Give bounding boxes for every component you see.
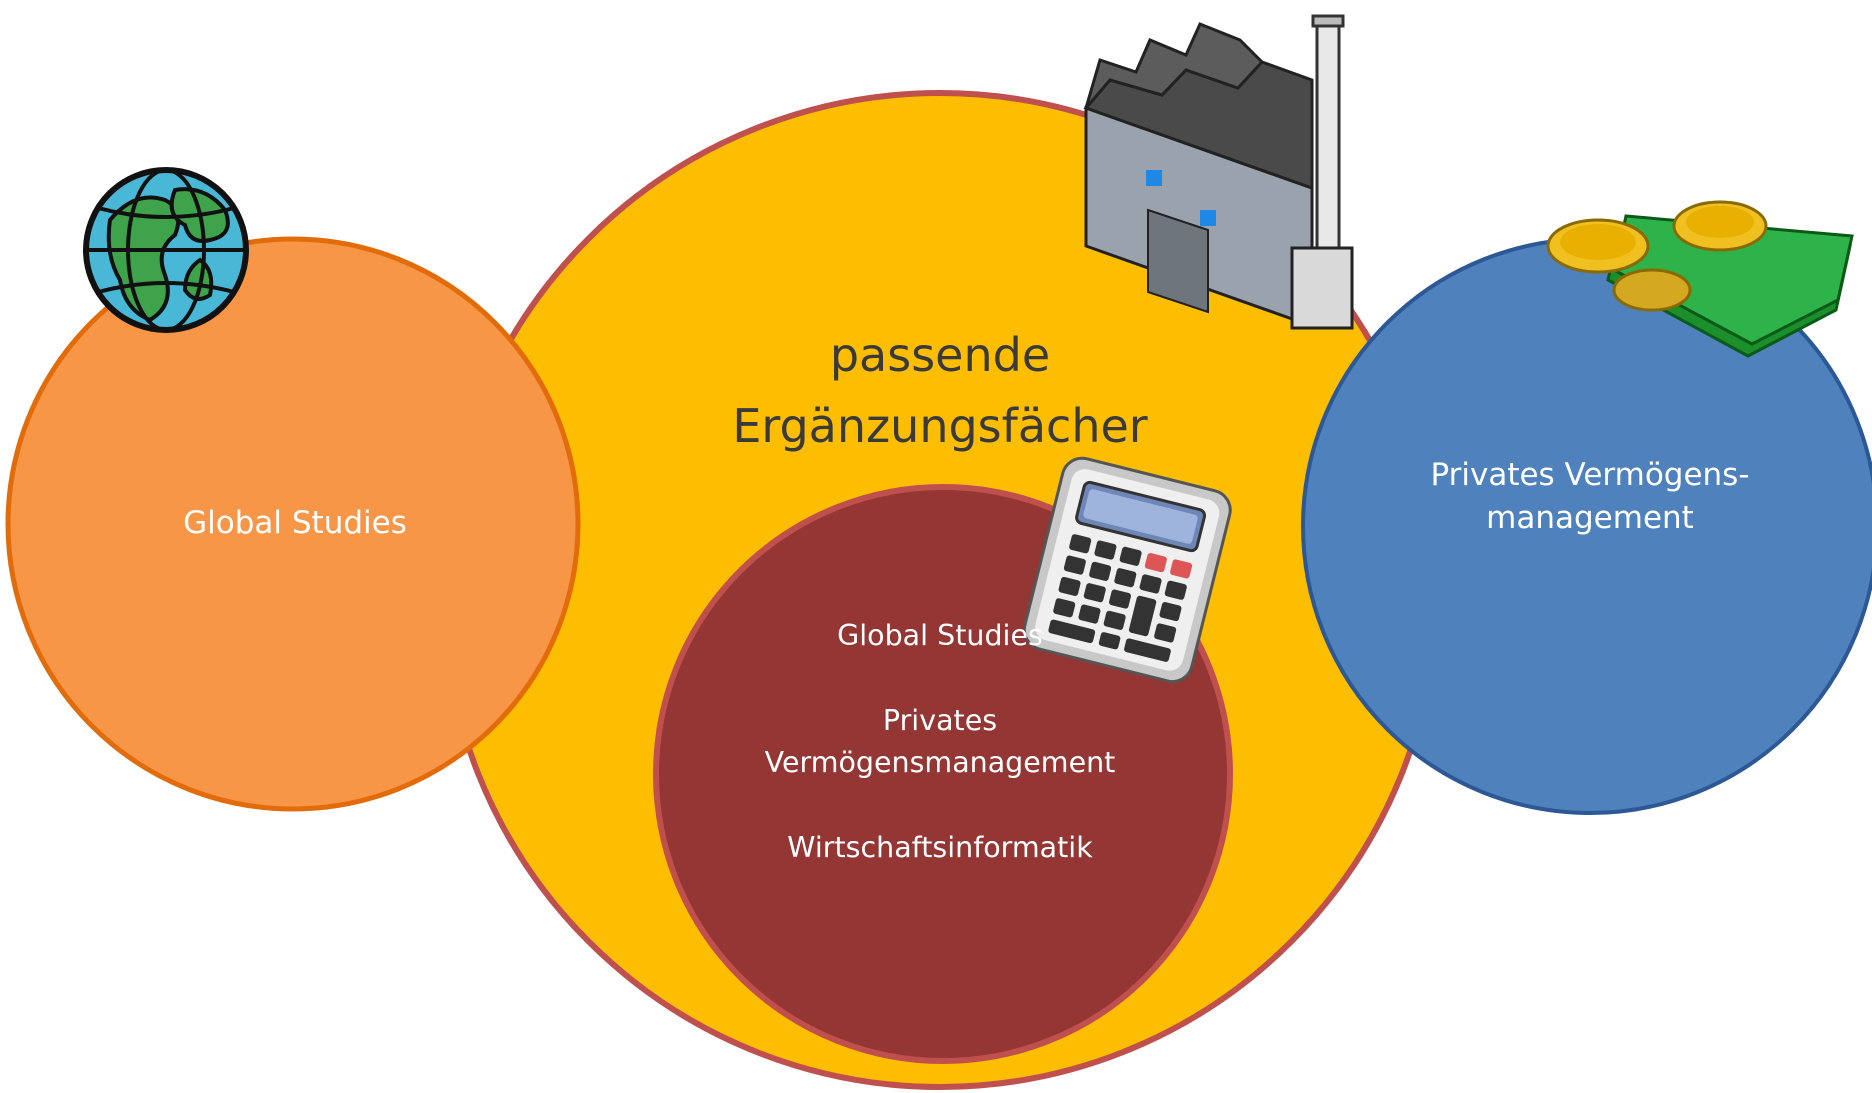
center-title: passende Ergänzungsfächer <box>640 320 1240 463</box>
inner-item-wirtschaftsinformatik: Wirtschaftsinformatik <box>787 830 1093 864</box>
center-title-line1: passende <box>829 328 1051 382</box>
calculator-icon <box>1022 456 1232 684</box>
inner-item2-line1: Privates <box>882 704 998 738</box>
right-label-line1: Privates Vermögens- <box>1430 457 1750 493</box>
right-circle-label: Privates Vermögens- management <box>1305 454 1872 541</box>
inner-item-global-studies: Global Studies <box>837 619 1043 652</box>
inner-circle-list: Global Studies Privates Vermögensmanagem… <box>655 615 1225 912</box>
right-label-line2: management <box>1486 500 1694 537</box>
globe-icon <box>83 167 249 333</box>
inner-item-vermoegensmanagement: Privates Vermögensmanagement <box>655 700 1225 783</box>
left-circle <box>5 236 581 812</box>
center-title-line2: Ergänzungsfächer <box>732 399 1148 454</box>
factory-icon <box>1083 14 1354 330</box>
left-circle-label: Global Studies <box>183 505 407 541</box>
money-icon <box>1546 200 1854 358</box>
inner-item2-line2: Vermögensmanagement <box>764 745 1116 779</box>
